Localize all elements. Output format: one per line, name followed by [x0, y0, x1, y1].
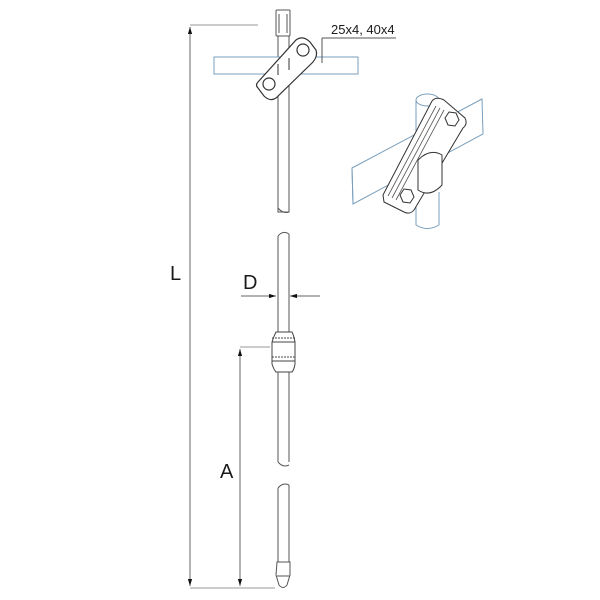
rod-bottom — [275, 483, 291, 588]
dimension-A — [237, 346, 270, 586]
dimension-label-A: A — [220, 461, 234, 483]
isometric-detail — [351, 93, 484, 229]
dimension-label-D: D — [243, 272, 258, 294]
strip-sizes-label: 25x4, 40x4 — [331, 22, 395, 37]
rod-coupling — [271, 331, 296, 373]
rod-upper — [275, 9, 291, 213]
rod-middle — [277, 231, 290, 332]
dimension-L — [187, 24, 275, 589]
cross-clamp — [255, 37, 318, 101]
strip-leader — [321, 37, 396, 63]
dimension-label-L: L — [170, 263, 182, 285]
rod-lower-middle — [277, 372, 290, 467]
